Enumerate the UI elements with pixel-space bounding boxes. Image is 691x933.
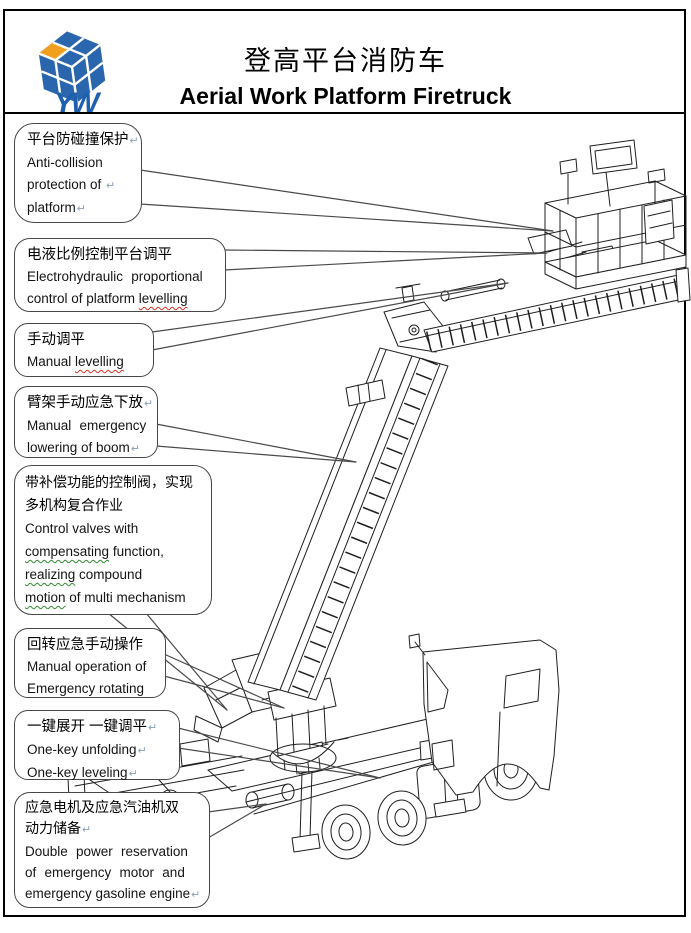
callout-line-en: One-key leveling↵ <box>27 765 138 780</box>
callout-line-en: realizing compound <box>25 567 143 582</box>
callout-line-zh: 一键展开 一键调平↵ <box>27 719 158 735</box>
callout-compensating-control-valves: 带补偿功能的控制阀，实现 多机构复合作业 Control valves with… <box>14 465 212 615</box>
callout-line-zh: 动力储备↵ <box>25 820 92 836</box>
logo-letters: YW <box>53 87 99 120</box>
callout-emergency-rotation: 回转应急手动操作 Manual operation of Emergency r… <box>14 628 166 698</box>
callout-line-zh: 臂架手动应急下放↵ <box>27 395 154 411</box>
callout-anti-collision: 平台防碰撞保护↵ Anti-collision protection of ↵ … <box>14 123 142 223</box>
callout-line-en: Emergency rotating <box>27 681 145 696</box>
callout-manual-levelling: 手动调平 Manual levelling <box>14 323 154 377</box>
callout-line-en: protection of ↵ <box>27 177 116 192</box>
callout-line-en: Manual operation of <box>27 659 147 674</box>
return-mark: ↵ <box>148 722 158 734</box>
callout-line-en: Control valves with <box>25 521 139 536</box>
return-mark: ↵ <box>106 180 116 192</box>
return-mark: ↵ <box>130 443 141 455</box>
callout-line-en: Double power reservation <box>25 844 188 859</box>
rear-wheels <box>321 790 427 860</box>
return-mark: ↵ <box>144 398 154 410</box>
callout-leader-lines <box>107 169 554 839</box>
callout-electrohydraulic-levelling: 电液比例控制平台调平 Electrohydraulic proportional… <box>14 238 226 312</box>
callout-line-en: lowering of boom↵ <box>27 440 141 455</box>
page-title-chinese: 登高平台消防车 <box>244 46 447 76</box>
work-platform-basket <box>544 139 687 290</box>
callout-line-en: Manual levelling <box>27 354 124 369</box>
callout-line-zh: 电液比例控制平台调平 <box>27 247 172 263</box>
callout-line-zh: 多机构复合作业 <box>25 497 123 513</box>
ladder-boom <box>247 347 449 701</box>
return-mark: ↵ <box>137 745 147 757</box>
callout-line-en: Electrohydraulic proportional <box>27 269 203 284</box>
callout-line-en: of emergency motor and <box>25 865 185 880</box>
callout-line-en: motion of multi mechanism <box>25 590 186 605</box>
company-cube-logo-icon <box>38 31 106 103</box>
callout-line-zh: 手动调平 <box>27 332 85 348</box>
callout-line-en: Manual emergency <box>27 418 147 433</box>
header: YW 登高平台消防车 Aerial Work Platform Firetruc… <box>5 11 686 120</box>
callout-line-zh: 回转应急手动操作 <box>27 637 143 653</box>
callout-line-zh: 带补偿功能的控制阀，实现 <box>25 474 193 490</box>
header-divider <box>5 112 686 114</box>
return-mark: ↵ <box>82 824 92 836</box>
page-title-english: Aerial Work Platform Firetruck <box>179 83 512 109</box>
return-mark: ↵ <box>128 768 138 780</box>
callout-one-key-unfold-level: 一键展开 一键调平↵ One-key unfolding↵ One-key le… <box>14 710 180 780</box>
page-border <box>3 9 686 917</box>
callout-line-en: Anti-collision <box>27 155 103 170</box>
callout-line-zh: 应急电机及应急汽油机双 <box>25 799 179 815</box>
callout-line-zh: 平台防碰撞保护↵ <box>27 132 139 148</box>
callout-line-en: emergency gasoline engine↵ <box>25 886 201 901</box>
callout-line-en: control of platform levelling <box>27 291 188 306</box>
callout-line-en: platform↵ <box>27 200 86 215</box>
callout-double-power-reservation: 应急电机及应急汽油机双 动力储备↵ Double power reservati… <box>14 792 210 908</box>
callout-emergency-boom-lowering: 臂架手动应急下放↵ Manual emergency lowering of b… <box>14 386 158 458</box>
return-mark: ↵ <box>76 203 86 215</box>
truck-cab <box>408 633 560 796</box>
return-mark: ↵ <box>191 889 201 901</box>
callout-line-en: One-key unfolding↵ <box>27 742 147 757</box>
callout-line-en: compensating function, <box>25 544 164 559</box>
return-mark: ↵ <box>129 135 139 147</box>
